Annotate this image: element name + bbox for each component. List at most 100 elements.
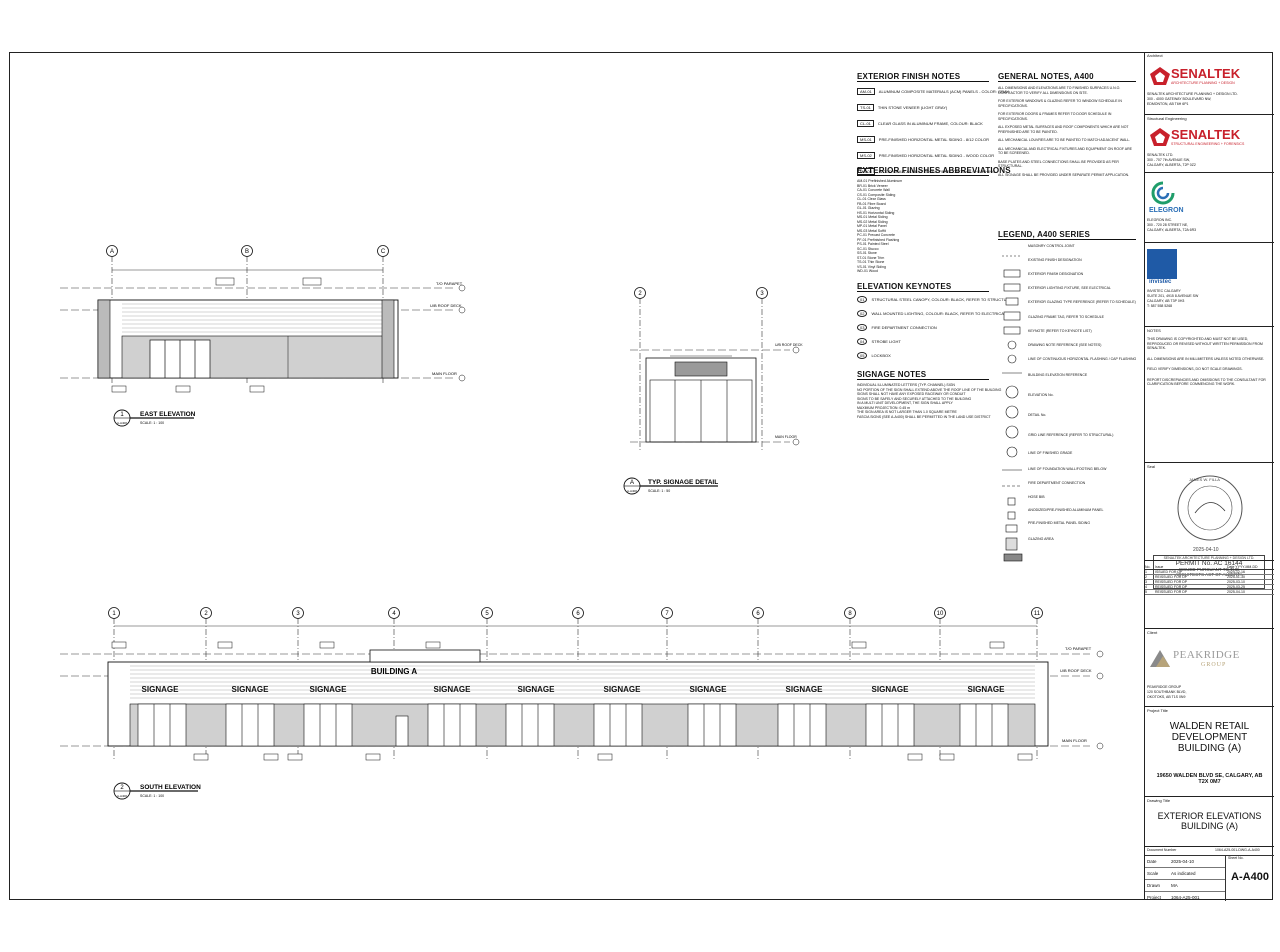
keynotes-title: ELEVATION KEYNOTES: [857, 282, 989, 292]
tb-note-item: THIS DRAWING IS COPYRIGHTED AND MUST NOT…: [1147, 337, 1263, 350]
signage-grid-3: 3: [760, 291, 764, 297]
east-finish-tag: [249, 385, 265, 393]
legend-item: LINE OF FOUNDATION WALL/FOOTING BELOW: [1028, 467, 1107, 471]
tb-seal-label: Seal: [1147, 464, 1156, 469]
tb-project: Project Title WALDEN RETAIL DEVELOPMENT …: [1145, 706, 1274, 790]
tb-elec-addr-2: CALGARY, ALBERTA, T2A 6R3: [1147, 228, 1197, 232]
legend-item: PRE-FINISHED METAL PANEL SIDING: [1028, 521, 1091, 525]
abbrev-list: AM-01 Prefinished Aluminum BR-01 Brick V…: [857, 179, 989, 274]
legend-a400: LEGEND, A400 SERIES MASONRY CONTROL J: [998, 230, 1136, 562]
tb-arch-firm: SENALTEK: [1171, 66, 1241, 81]
south-raised-parapet: [369, 649, 481, 663]
permit-line-0: SENALTEK ARCHITECTURE PLANNING + DESIGN …: [1163, 556, 1255, 560]
signage-notes: SIGNAGE NOTES INDIVIDUAL ILLUMINATED LET…: [857, 370, 1001, 419]
east-level-parapet: T/O PARAPET: [436, 281, 463, 286]
tb-note-item: REPORT DISCREPANCIES AND OMISSIONS TO TH…: [1147, 377, 1266, 387]
legend-item: ELEVATION No.: [1028, 393, 1054, 397]
south-view-sheet: A-A400: [117, 794, 127, 798]
tb-drawing: Drawing Title EXTERIOR ELEVATIONS BUILDI…: [1145, 796, 1274, 842]
south-view-number: 2: [120, 785, 124, 791]
signage-note-item: INDIVIDUAL ILLUMINATED LETTERS (TYP. CHA…: [857, 383, 955, 387]
tb-project-address: 19650 WALDEN BLVD SE, CALGARY, AB T2X 0M…: [1156, 773, 1263, 785]
tb-structural: Structural Engineering SENALTEK STRUCTUR…: [1145, 114, 1274, 172]
general-note-item: ALL EXPOSED METAL SURFACES AND ROOF COMP…: [998, 125, 1129, 134]
legend-item: DRAWING NOTE REFERENCE (SEE NOTES): [1028, 343, 1102, 347]
tb-sheet-box: Sheet No. A-A400: [1225, 855, 1274, 901]
tb-struct-addr-0: SENALTEK LTD.: [1147, 153, 1174, 157]
south-signage-10: SIGNAGE: [968, 685, 1006, 694]
east-elevation-drawing: A B C T/O PARAPET U/B ROOF DECK MAIN FLO…: [60, 245, 466, 393]
east-side-column: [97, 299, 111, 379]
legend-symbols: [1002, 255, 1023, 562]
east-finish-tag: [111, 385, 127, 393]
tb-architect-label: Architect: [1147, 53, 1163, 58]
tb-doc-number: 1064-A25-001-DWG-A-A400: [1215, 848, 1260, 852]
tb-drawn: MA: [1171, 883, 1178, 888]
south-view-scale: SCALE: 1 : 100: [140, 794, 164, 798]
tb-sheet-number: A-A400: [1231, 870, 1269, 883]
signage-note-item: THE SIGN AREA IS NOT LARGER THAN 1.0 SQU…: [857, 410, 957, 414]
east-finish-tag: [175, 385, 191, 393]
east-grid-bubble: [241, 245, 253, 257]
tb-seal-name: JAMES W. FILLA: [1189, 477, 1220, 482]
tb-mech-addr-2: CALGARY, AB T3P 0H3: [1147, 299, 1185, 303]
tb-mech-firm: invistec: [1149, 279, 1172, 285]
east-level-marker: [458, 284, 466, 292]
tb-elec-firm: ELEGRON: [1149, 207, 1184, 214]
east-view-title: EAST ELEVATION: [140, 411, 196, 418]
signage-view-scale: SCALE: 1 : 50: [648, 489, 670, 493]
south-storefronts: [137, 703, 1009, 747]
signage-note-item: SIGNS TO BE SAFELY AND SECURELY ATTACHED…: [857, 396, 972, 401]
signage-level-floor: MAIN FLOOR: [775, 435, 797, 439]
tb-struct-addr-1: 300 - 707 7th AVENUE SW,: [1147, 158, 1190, 162]
south-signage-9: SIGNAGE: [872, 685, 910, 694]
south-service-door: [395, 715, 409, 747]
east-grid-c: C: [381, 249, 386, 255]
tb-notes-label: NOTES: [1147, 328, 1161, 333]
tb-drawing-title: EXTERIOR ELEVATIONS BUILDING (A): [1157, 811, 1262, 831]
south-signage-6: SIGNAGE: [604, 685, 642, 694]
tb-client-logo: PEAKRIDGE: [1173, 649, 1240, 661]
abbrev-item: GL-01 Glazing: [857, 206, 880, 210]
abbrev-item: SC-01 Stucco: [857, 246, 879, 251]
tb-client-addr-0: PEAKRIDGE GROUP: [1147, 685, 1182, 689]
general-note-item: ALL MECHANICAL LOUVRES ARE TO BE PAINTED…: [998, 138, 1131, 142]
legend-item: DETAIL No.: [1028, 413, 1047, 417]
signage-view-title-marker: A A-A400 TYP. SIGNAGE DETAIL SCALE: 1 : …: [623, 477, 718, 495]
east-siding-pattern: [122, 303, 384, 333]
abbrev-item: ST-01 Stone Trim: [857, 255, 885, 260]
abbrev-item: MS-01 Metal Siding: [857, 215, 888, 219]
tb-arch-addr-1: 300 - 4000 GATEWAY BOULEVARD NW,: [1147, 97, 1212, 101]
east-view-title-marker: 1 A-A400 EAST ELEVATION SCALE: 1 : 100: [113, 409, 196, 427]
abbrev-item: AM-01 Prefinished Aluminum: [857, 179, 903, 183]
tb-client-logo-sub: GROUP: [1201, 662, 1227, 668]
signage-storefront: [649, 379, 753, 443]
tb-arch-addr-0: SENALTEK ARCHITECTURE PLANNING + DESIGN …: [1147, 92, 1238, 96]
exterior-finish-abbreviations: EXTERIOR FINISHES ABBREVIATIONS AM-01 Pr…: [857, 166, 1011, 274]
east-level-marker: [458, 374, 466, 382]
south-signage-2: SIGNAGE: [232, 685, 270, 694]
legend-item: EXTERIOR LIGHTING FIXTURE, SEE ELECTRICA…: [1028, 286, 1111, 290]
general-note-item: ALL DIMENSIONS AND ELEVATIONS ARE TO FIN…: [998, 86, 1121, 95]
east-level-roof: U/B ROOF DECK: [430, 303, 462, 308]
south-finish-tags: [111, 641, 1033, 761]
south-grid-label: 2: [204, 611, 208, 617]
abbrev-item: HS-01 Horizontal Siding: [857, 210, 895, 215]
east-view-number: 1: [120, 412, 124, 418]
tb-note-item: ALL DIMENSIONS ARE IN MILLIMETERS UNLESS…: [1147, 356, 1265, 361]
signage-notes-title: SIGNAGE NOTES: [857, 370, 989, 380]
tb-client-label: Client: [1147, 630, 1158, 635]
abbrev-item: PS-01 Painted Steel: [857, 242, 889, 246]
legend-item: KEYNOTE (REFER TO KEYNOTE LIST): [1028, 329, 1092, 333]
south-signage-5: SIGNAGE: [518, 685, 556, 694]
